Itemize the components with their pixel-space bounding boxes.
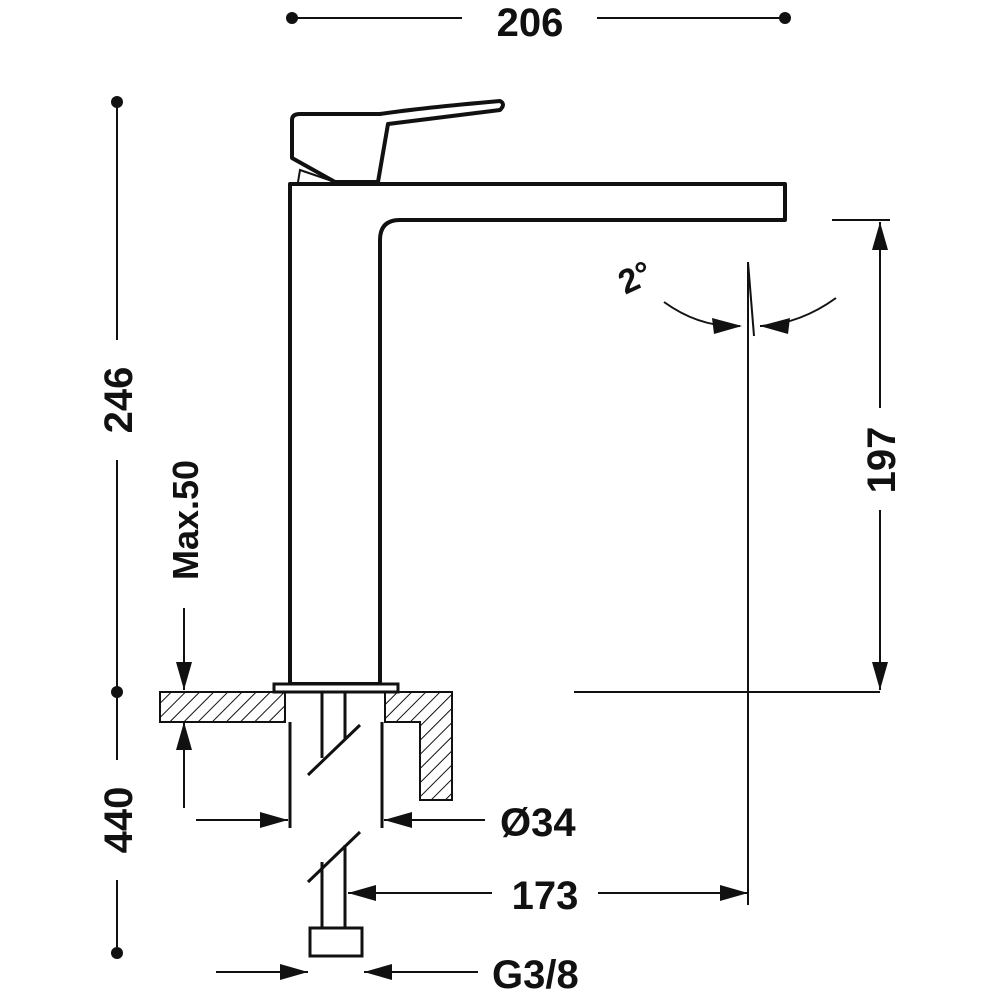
arrowhead — [720, 885, 748, 901]
arrowhead — [176, 722, 192, 750]
break-line — [306, 723, 362, 777]
arrowhead — [760, 318, 790, 334]
faucet-column-and-spout — [288, 182, 787, 686]
countertop — [159, 691, 453, 801]
hole-diameter-dimension: Ø34 — [196, 801, 576, 845]
countertop-right-section — [384, 691, 453, 801]
arrowhead — [872, 222, 888, 250]
shank-length-dimension: 440 — [97, 692, 141, 959]
arrowhead — [260, 812, 288, 828]
spout-angle-detail: 2° — [574, 254, 880, 905]
max-thickness-label: Max.50 — [165, 460, 206, 580]
arrowhead — [348, 885, 376, 901]
hole-diameter-label: Ø34 — [500, 801, 576, 845]
spout-height-dimension: 197 — [832, 219, 904, 690]
dim-endpoint — [779, 12, 791, 24]
lever-handle — [290, 99, 505, 184]
shank-length-label: 440 — [97, 787, 141, 854]
base-flange — [272, 682, 400, 694]
hose-connector — [308, 926, 364, 958]
width-dimension: 206 — [286, 1, 791, 45]
faucet — [272, 99, 787, 694]
total-height-label: 246 — [97, 367, 141, 434]
lever-base — [297, 168, 336, 183]
angle-arc — [759, 297, 837, 327]
countertop-left-section — [159, 691, 286, 723]
arrowhead — [384, 812, 412, 828]
spout-reach-dimension: 173 — [348, 874, 748, 918]
arrowhead — [176, 662, 192, 690]
angled-flow-line — [747, 261, 755, 337]
spout-height-label: 197 — [860, 427, 904, 494]
break-line — [306, 830, 362, 884]
arrowhead — [280, 964, 308, 980]
arrowhead — [364, 964, 392, 980]
width-label: 206 — [497, 1, 564, 45]
spout-angle-label: 2° — [613, 254, 659, 302]
arrowhead — [872, 662, 888, 690]
underside-assembly — [288, 692, 384, 958]
counter-thickness-dimension: Max.50 — [165, 460, 206, 808]
connection-thread-dimension: G3/8 — [216, 953, 579, 997]
connection-thread-label: G3/8 — [492, 953, 579, 997]
dim-endpoint — [111, 947, 123, 959]
arrowhead — [712, 318, 742, 334]
spout-reach-label: 173 — [512, 874, 579, 918]
total-height-dimension: 246 — [97, 96, 141, 698]
